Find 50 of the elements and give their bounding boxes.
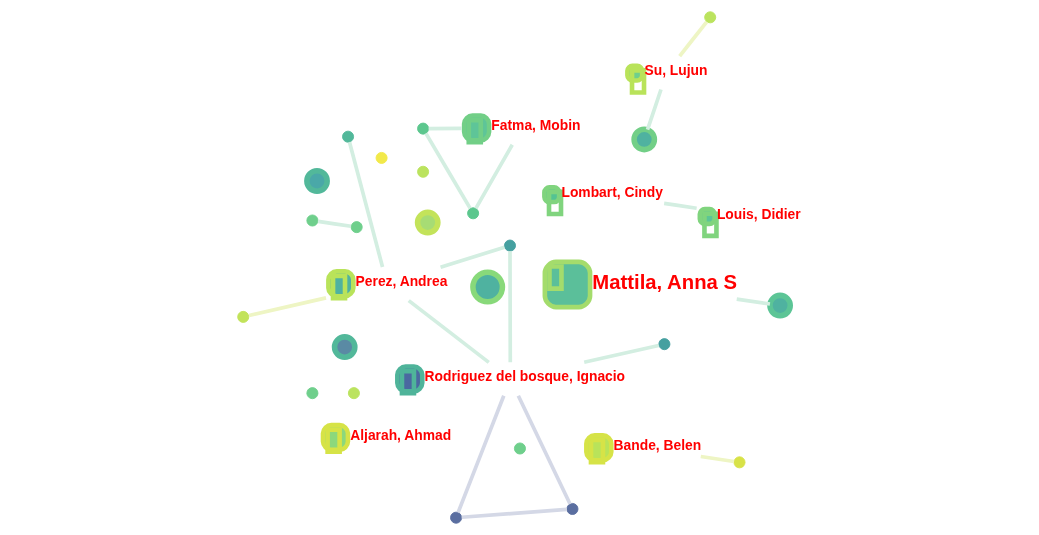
connector — [317, 219, 352, 229]
node-label: Aljarah, Ahmad — [350, 426, 452, 443]
node-circle — [304, 168, 330, 194]
node-circle — [704, 11, 717, 24]
node-circle — [350, 221, 363, 234]
connector — [645, 88, 663, 131]
node-circle — [306, 214, 319, 227]
node-circle — [417, 165, 430, 178]
connector — [508, 251, 513, 363]
node-label: Louis, Didier — [716, 205, 801, 222]
node-circle — [513, 442, 526, 455]
connector — [516, 394, 572, 505]
connector — [474, 143, 514, 210]
connector — [440, 245, 506, 269]
connector — [248, 296, 327, 318]
node-circle — [375, 151, 388, 164]
connector — [456, 395, 506, 514]
node-circle — [417, 122, 430, 135]
node-circle — [504, 239, 516, 252]
connector — [583, 343, 660, 365]
node-label: Lombart, Cindy — [561, 183, 663, 200]
node-circle — [347, 387, 360, 400]
node-circle — [566, 502, 579, 515]
node-label: Bande, Belen — [613, 437, 702, 454]
node-circle — [467, 207, 480, 220]
node-circle — [306, 387, 319, 400]
connector — [663, 201, 697, 211]
node-circle — [631, 126, 658, 153]
node-circle — [450, 511, 463, 524]
connector — [736, 297, 771, 306]
connector — [678, 20, 709, 58]
node-circle — [733, 456, 746, 469]
node-circle — [342, 130, 355, 143]
node-circle — [470, 269, 506, 305]
node-label: Fatma, Mobin — [491, 117, 581, 134]
connector — [424, 132, 472, 210]
node-circle — [237, 310, 250, 323]
node-circle — [331, 334, 358, 360]
node-label: Perez, Andrea — [355, 273, 448, 290]
node-label: Mattila, Anna S — [592, 270, 737, 293]
connector — [428, 126, 462, 131]
connector — [700, 454, 735, 464]
node-circle — [414, 209, 441, 236]
node-label: Rodriguez del bosque, Ignacio — [424, 368, 626, 385]
connector — [407, 299, 490, 364]
connector — [347, 141, 385, 268]
node-label: Su, Lujun — [644, 62, 708, 79]
node-circle — [767, 292, 793, 319]
connector — [461, 507, 568, 520]
node-circle — [658, 338, 671, 351]
